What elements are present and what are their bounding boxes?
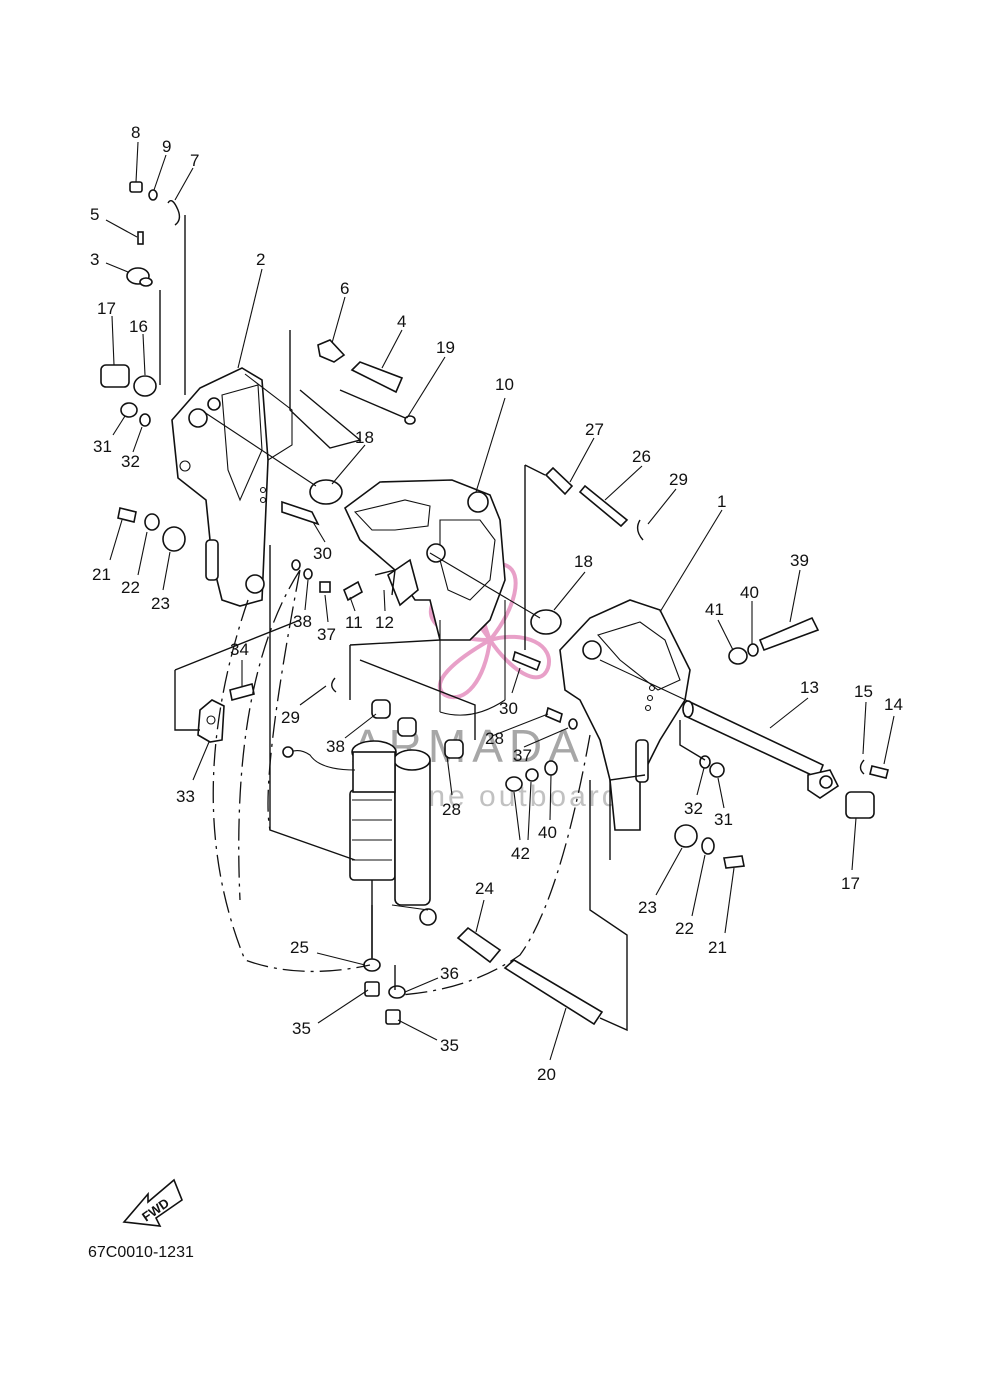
part-label: 29 [281, 708, 300, 727]
part-label: 35 [440, 1036, 459, 1055]
part-label: 8 [131, 123, 140, 142]
part-label: 18 [355, 428, 374, 447]
part-label: 32 [121, 452, 140, 471]
part-label: 9 [162, 137, 171, 156]
part-label: 40 [740, 583, 759, 602]
part-label: 23 [151, 594, 170, 613]
part-label: 30 [499, 699, 518, 718]
part-label: 26 [632, 447, 651, 466]
part-label: 37 [513, 746, 532, 765]
part-label: 36 [440, 964, 459, 983]
drawing-code: 67C0010-1231 [88, 1244, 194, 1261]
part-label: 24 [475, 879, 494, 898]
fwd-arrow: FWD [122, 1178, 183, 1227]
part-label: 38 [326, 737, 345, 756]
part-label: 37 [317, 625, 336, 644]
part-label: 18 [574, 552, 593, 571]
part-label: 7 [190, 151, 199, 170]
tilt-tube [682, 700, 840, 799]
part-label: 40 [538, 823, 557, 842]
part-label: 20 [537, 1065, 556, 1084]
part-label: 34 [230, 640, 249, 659]
swivel-bracket [343, 479, 506, 716]
part-label: 29 [669, 470, 688, 489]
part-label: 31 [93, 437, 112, 456]
part-labels: 8 9 7 5 3 2 17 16 6 4 19 31 32 10 18 27 … [90, 123, 903, 1084]
part-label: 28 [442, 800, 461, 819]
leader-lines [105, 141, 895, 1061]
trim-cylinder-unit [282, 740, 437, 960]
part-label: 12 [375, 613, 394, 632]
part-label: 15 [854, 682, 873, 701]
part-label: 4 [397, 312, 406, 331]
part-label: 25 [290, 938, 309, 957]
part-label: 38 [293, 612, 312, 631]
small-parts [100, 181, 889, 1026]
part-label: 30 [313, 544, 332, 563]
part-label: 39 [790, 551, 809, 570]
part-label: 3 [90, 250, 99, 269]
clamp-bracket-left [171, 367, 293, 607]
part-label: 41 [705, 600, 724, 619]
part-label: 35 [292, 1019, 311, 1038]
part-label: 21 [708, 938, 727, 957]
part-label: 31 [714, 810, 733, 829]
part-label: 6 [340, 279, 349, 298]
part-label: 5 [90, 205, 99, 224]
assembly-lines [159, 215, 706, 1032]
part-label: 27 [585, 420, 604, 439]
part-label: 17 [97, 299, 116, 318]
part-label: 32 [684, 799, 703, 818]
part-label: 2 [256, 250, 265, 269]
part-label: 22 [675, 919, 694, 938]
part-label: 16 [129, 317, 148, 336]
part-label: 11 [345, 613, 363, 632]
part-label: 33 [176, 787, 195, 806]
part-label: 13 [800, 678, 819, 697]
part-label: 23 [638, 898, 657, 917]
clamp-bracket-right [559, 599, 691, 831]
part-label: 14 [884, 695, 903, 714]
part-label: 1 [717, 492, 726, 511]
part-label: 19 [436, 338, 455, 357]
part-label: 21 [92, 565, 111, 584]
part-label: 17 [841, 874, 860, 893]
part-label: 42 [511, 844, 530, 863]
part-label: 22 [121, 578, 140, 597]
part-label: 28 [485, 729, 504, 748]
part-label: 10 [495, 375, 514, 394]
